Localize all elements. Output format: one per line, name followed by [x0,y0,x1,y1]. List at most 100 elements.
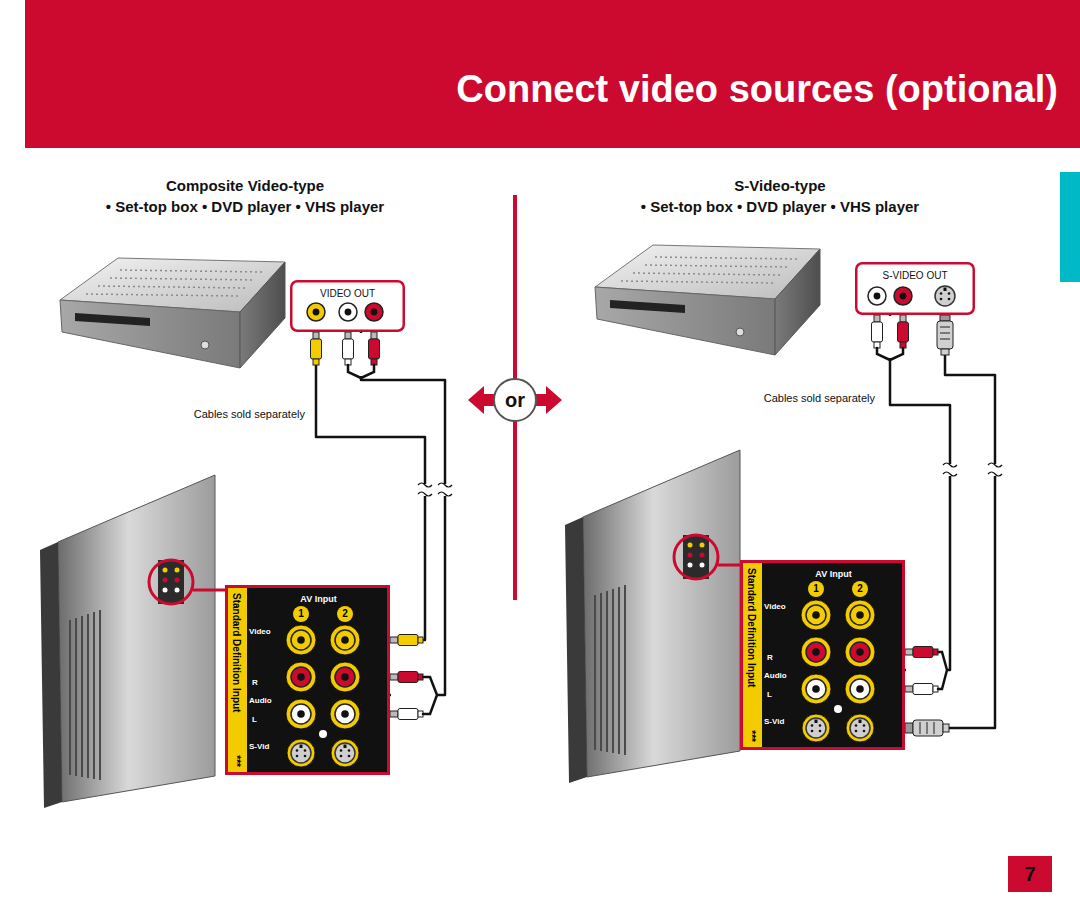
svideo-pin [855,730,858,733]
svideo-pin [348,749,351,752]
jack-hole [874,293,881,300]
svideo-pin [940,292,943,295]
svideo-pin [940,298,943,301]
jack-label-holder: R [252,671,258,689]
jack-hole [297,636,305,644]
jack-ring [801,674,831,704]
panel-strip [225,585,247,775]
panel-stars: *** [230,755,242,767]
panel-ground [740,560,905,750]
panel-dot [834,705,842,713]
jack-ring [330,625,360,655]
video-out-panel-art [290,280,405,332]
jack-label-holder: L [252,708,257,726]
jack-ring [846,714,874,742]
jack-hole [812,611,820,619]
jack-ring [801,600,831,630]
jack-label: R [767,653,773,662]
jack-hole [812,685,820,693]
page-number: 7 [1024,856,1035,892]
jack-label: L [767,690,772,699]
jack-label: Audio [249,696,272,705]
panel-side-label: Standard Definition Input [230,593,242,712]
jack [291,704,311,724]
panel-side-strip: Standard Definition Input *** [225,585,247,775]
jack [850,642,870,662]
cable-note: Cables sold separately [194,408,305,421]
input-number: 1 [808,581,824,597]
svideo-pin [855,724,858,727]
page-title: Connect video sources (optional) [456,68,1058,112]
svideo-pin [340,755,343,758]
label-holder: Cables sold separately [675,388,875,406]
svideo-pin [296,749,299,752]
jack-label-holder: L [767,683,772,701]
av-input-panel: Standard Definition Input***AV Input12Vi… [225,585,390,775]
svideo-key [859,720,862,724]
device-list: • Set-top box • DVD player • VHS player [641,198,919,215]
input-number: 2 [852,581,868,597]
tv-back [565,450,740,783]
jack [365,303,383,321]
jack-hole [313,309,320,316]
panel-ground [225,585,390,775]
input-number-holder: 1 [808,578,824,597]
svideo-jack [291,743,311,763]
jack-ring [286,699,316,729]
port-label: VIDEO OUT [320,288,375,300]
page-number-holder: 7 [1008,856,1052,892]
svideo-key [815,720,818,724]
or-badge: or [493,378,537,422]
port-label-holder: S-VIDEO OUT [855,265,975,283]
jack-hole [341,673,349,681]
panel-heading: AV Input [815,569,851,579]
page-number-box: 7 [1008,856,1052,892]
device-list: • Set-top box • DVD player • VHS player [106,198,384,215]
label-holder: Cables sold separately [105,404,305,422]
zoom-leader [718,564,741,567]
jack-hole [345,309,352,316]
jack-label: Audio [764,671,787,680]
jack-hole [371,309,378,316]
panel-outline [856,263,974,314]
jack-hole [812,648,820,656]
svideo-pin [948,292,951,295]
input-number-holder: 1 [293,603,309,622]
jack-label: R [252,678,258,687]
or-arrow [468,386,496,414]
port-label-holder: VIDEO OUT [290,283,405,301]
video-out-panel: VIDEO OUT [290,280,405,332]
jack-ring [802,714,830,742]
jack-label-holder: R [767,646,773,664]
svideo-pin [304,755,307,758]
jack [806,642,826,662]
section-heading: Composite Video-type [166,177,324,194]
jack-ring [845,637,875,667]
zoom-leader [193,589,226,592]
jack-hole [856,685,864,693]
panel-outline [291,281,404,331]
section-heading: S-Video-type [734,177,825,194]
svideo-pin [863,730,866,733]
svideo-jack [806,718,826,738]
panel-border [227,587,389,774]
svideo-out-panel: S-VIDEO OUT [855,262,975,315]
jack-label: L [252,715,257,724]
panel-dot [319,730,327,738]
svideo-pin [304,749,307,752]
svideo-out-panel-art [855,262,975,315]
input-number: 1 [293,606,309,622]
jack [806,605,826,625]
av-cable [905,315,995,728]
jack [894,287,912,305]
svideo-pin [819,730,822,733]
svideo-pin [811,730,814,733]
jack [339,303,357,321]
or-text: or [505,378,525,422]
section-tab [1060,172,1080,282]
jack-hole [856,611,864,619]
jack-ring [845,600,875,630]
jack-label-holder: S-Vid [249,735,269,753]
svideo-key [944,288,947,292]
svideo-jack [335,743,355,763]
